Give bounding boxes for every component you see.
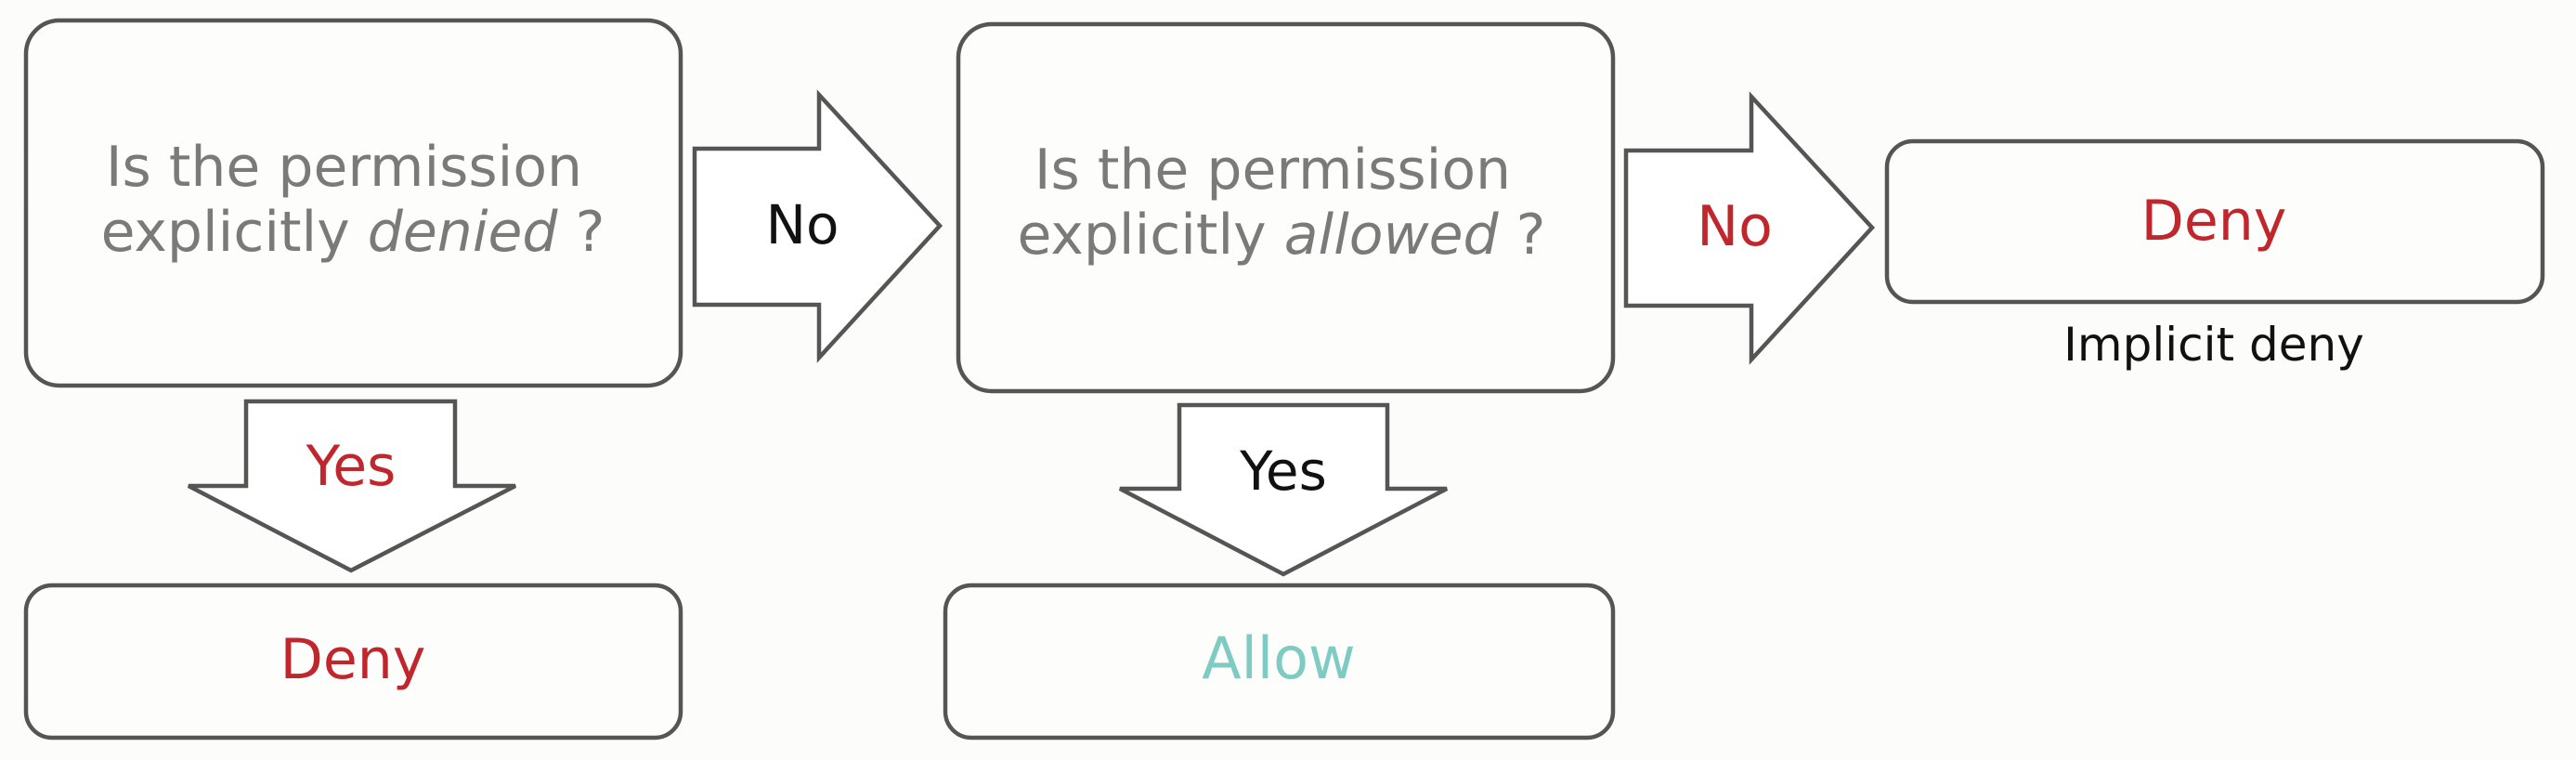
step1-question-box [23,18,683,388]
step2-question-text: Is the permission explicitly allowed ? [1017,138,1545,268]
step1-deny-node: Deny [23,583,683,740]
step2-question-box [956,21,1616,394]
step2-allow-box [943,583,1616,740]
step1-no-arrow-shape [692,89,943,363]
step2-yes-arrow-shape [1118,402,1449,577]
final-deny-node: Deny Implicit deny [1884,138,2545,372]
step2-question-node: Is the permission explicitly allowed ? [956,21,1616,394]
step2-question-line1: Is the permission [1034,138,1511,203]
step1-question-emphasis: denied [368,200,559,265]
step1-yes-arrow: Yes [187,399,517,573]
step1-deny-label: Deny [280,627,426,692]
step2-question-line2: explicitly allowed ? [1017,203,1545,268]
step2-allow-label: Allow [1202,624,1356,692]
step2-no-arrow-shape [1623,91,1876,365]
step1-yes-arrow-shape [187,399,517,573]
step2-yes-label: Yes [1239,439,1327,503]
step1-yes-label: Yes [306,434,397,499]
implicit-deny-caption: Implicit deny [2063,318,2364,372]
step1-no-label: No [766,193,839,256]
final-deny-label: Deny [2141,189,2287,254]
step2-yes-arrow: Yes [1118,402,1449,577]
step2-no-label: No [1697,194,1773,259]
step1-no-arrow: No [692,89,943,363]
step2-allow-node: Allow [943,583,1616,740]
step1-question-text: Is the permission explicitly denied ? [101,135,605,265]
step1-deny-box [23,583,683,740]
step1-question-node: Is the permission explicitly denied ? [23,18,683,388]
final-deny-box [1884,138,2545,305]
step2-question-emphasis: allowed [1284,203,1500,268]
step2-no-arrow: No [1623,91,1876,365]
step1-question-line1: Is the permission [106,135,582,200]
step1-question-line2: explicitly denied ? [101,200,605,265]
